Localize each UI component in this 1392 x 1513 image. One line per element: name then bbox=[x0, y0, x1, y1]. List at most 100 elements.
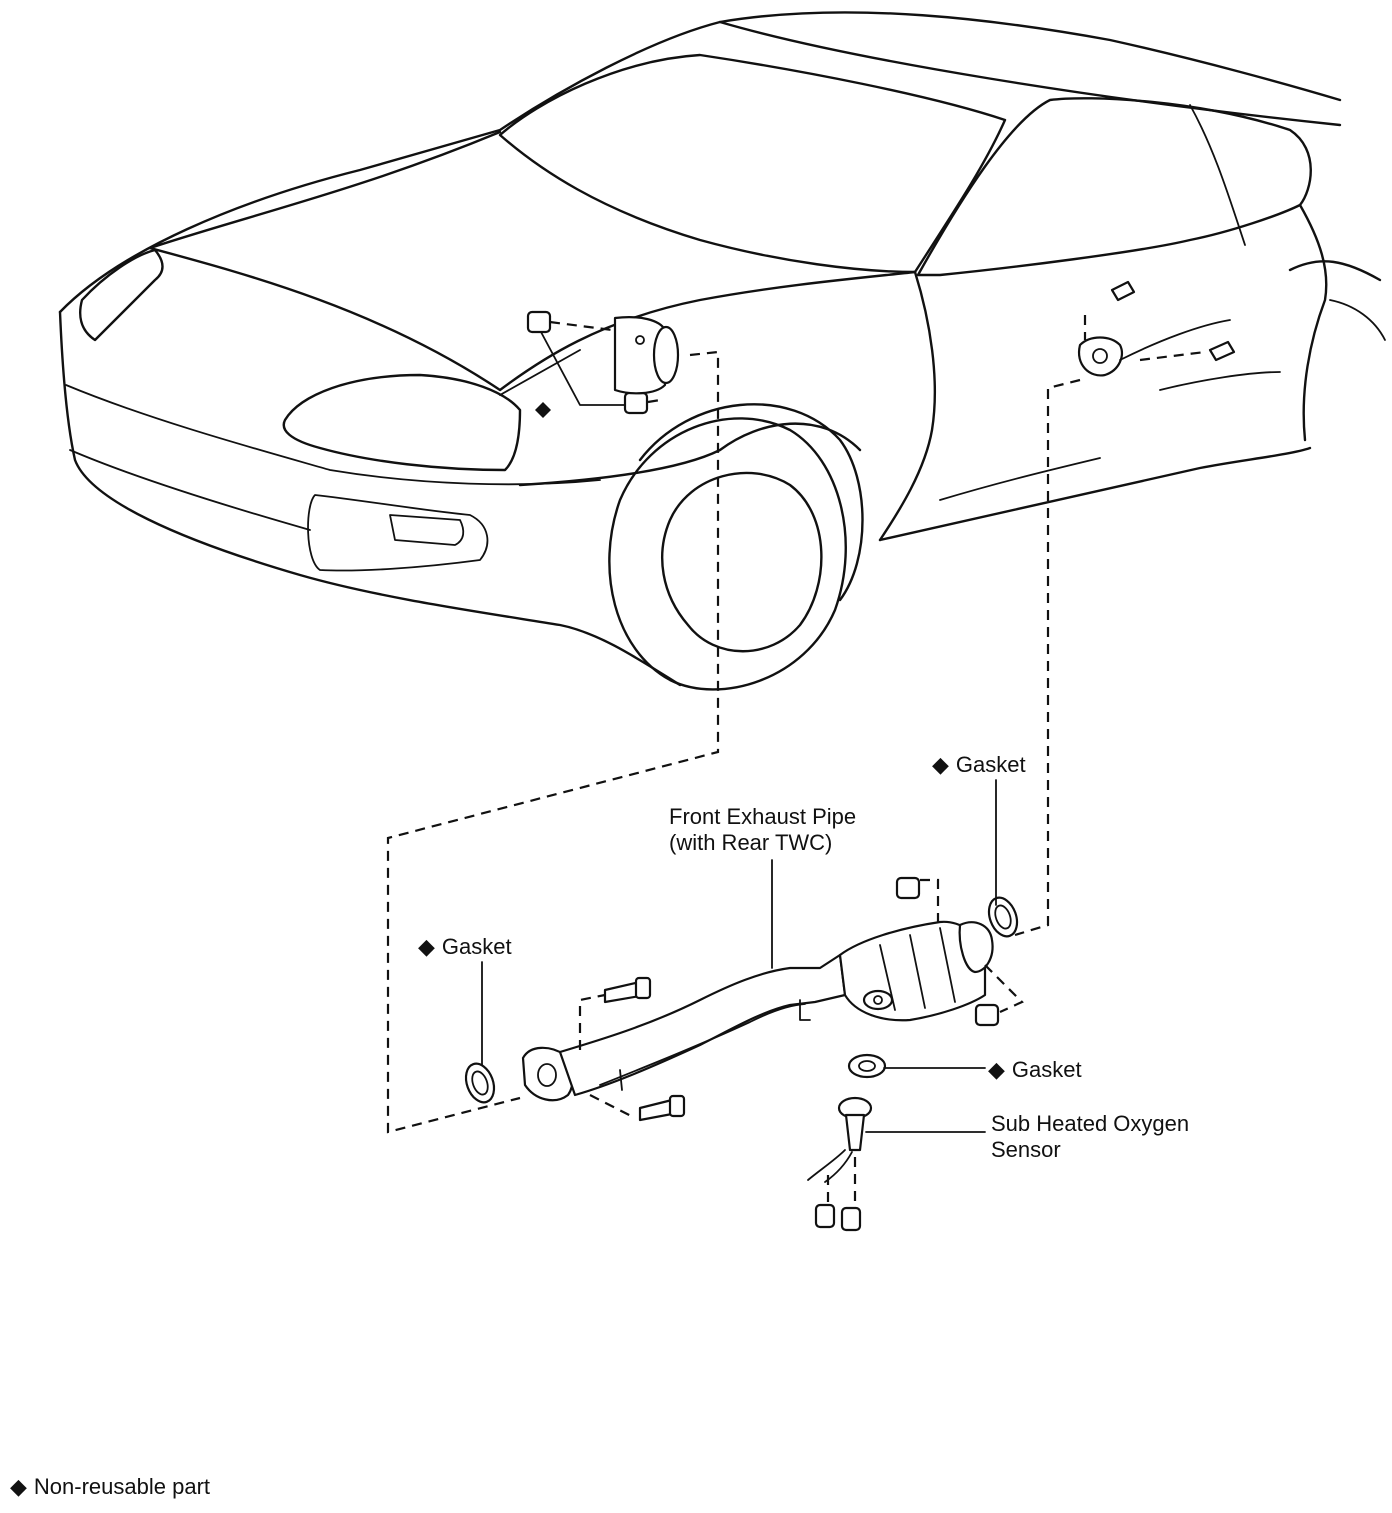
rear-mount-bolt-lower bbox=[1208, 340, 1236, 362]
diamond-icon: ◆ bbox=[988, 1057, 1005, 1082]
gasket-upper-label: Gasket bbox=[955, 752, 1026, 777]
front-mount-body-line bbox=[499, 349, 581, 396]
sensor-boss-hole bbox=[873, 995, 883, 1005]
callout-gasket-upper: ◆Gasket bbox=[932, 752, 1026, 778]
rear-mount-guide-b bbox=[1139, 350, 1206, 362]
callout-oxygen-sensor: Sub Heated Oxygen Sensor bbox=[991, 1111, 1189, 1163]
pipe-tube bbox=[558, 953, 847, 1097]
door-front-edge bbox=[878, 270, 937, 542]
rear-mount-bolt-upper bbox=[1110, 280, 1136, 302]
gasket-left bbox=[464, 1062, 496, 1104]
front-mount-port bbox=[652, 325, 680, 385]
bolt-lower-left-head bbox=[668, 1094, 686, 1118]
gasket-sensor-label: Gasket bbox=[1011, 1057, 1082, 1082]
sensor-boss bbox=[862, 989, 894, 1011]
nut-lower-twc bbox=[974, 1003, 1000, 1027]
twc-rib-3 bbox=[939, 927, 956, 1003]
callout-gasket-left: ◆Gasket bbox=[418, 934, 512, 960]
oxygen-sensor bbox=[807, 1096, 873, 1183]
callout-gasket-sensor: ◆Gasket bbox=[988, 1057, 1082, 1083]
front-mount-flange bbox=[613, 316, 667, 395]
nut-upper-twc bbox=[895, 876, 921, 900]
car-body bbox=[58, 11, 1386, 691]
front-mount-nut-upper bbox=[526, 310, 552, 334]
front-wheel-arch bbox=[638, 403, 864, 602]
headlight bbox=[282, 373, 522, 472]
front-mount-nut-lower bbox=[623, 391, 649, 415]
front-mount-diamond-icon bbox=[535, 402, 551, 418]
pipe-rear-flange bbox=[958, 921, 994, 974]
rear-mount-hole bbox=[1092, 348, 1108, 364]
rear-mount-assembly bbox=[1077, 280, 1236, 377]
rear-quarter bbox=[1298, 203, 1328, 442]
bolt-lower-guide bbox=[589, 1094, 636, 1119]
hood-side-line bbox=[148, 246, 917, 392]
alignment-lines bbox=[386, 350, 1081, 1134]
bumper-outline bbox=[58, 310, 682, 687]
bumper-lower-line bbox=[69, 449, 311, 531]
rear-alignment-line bbox=[1014, 378, 1081, 937]
rear-mount-pipe bbox=[1119, 319, 1231, 361]
front-mount-assembly bbox=[499, 310, 680, 418]
leader-lines bbox=[481, 779, 997, 1133]
fender-line bbox=[518, 422, 862, 487]
rear-wheel-arch bbox=[1329, 299, 1386, 341]
sensor-nut-left bbox=[814, 1203, 836, 1229]
sensor-wire-2 bbox=[824, 1151, 853, 1183]
fog-lamp bbox=[389, 514, 465, 546]
front-mount-guide-upper bbox=[549, 320, 613, 332]
sensor-body bbox=[844, 1113, 866, 1152]
diamond-icon: ◆ bbox=[932, 752, 949, 777]
front-exhaust-pipe-sublabel: (with Rear TWC) bbox=[669, 830, 833, 855]
rocker-line bbox=[878, 446, 1312, 542]
pipe-heat-shield bbox=[599, 1003, 806, 1086]
gasket-upper-inner bbox=[994, 904, 1012, 930]
legend-text: Non-reusable part bbox=[33, 1474, 211, 1499]
hood-edge bbox=[148, 130, 502, 250]
twc-rib-2 bbox=[909, 934, 926, 1009]
bumper-recess bbox=[307, 494, 489, 572]
side-crease bbox=[939, 457, 1101, 501]
bumper-crease bbox=[65, 384, 601, 486]
gasket-left-label: Gasket bbox=[441, 934, 512, 959]
nut-lower-guide bbox=[984, 964, 1024, 1014]
gasket-left-inner bbox=[471, 1070, 489, 1096]
nut-upper-guide bbox=[920, 878, 940, 925]
bolt-upper-left bbox=[603, 980, 642, 1004]
front-tire bbox=[608, 417, 847, 691]
rear-mount-flange bbox=[1077, 336, 1123, 377]
sensor-nut-right bbox=[840, 1206, 862, 1232]
windshield bbox=[498, 53, 1007, 274]
front-wheel-rim bbox=[661, 471, 823, 653]
front-mount-leader bbox=[540, 331, 626, 406]
window-pillar bbox=[1189, 104, 1246, 246]
callout-front-exhaust-pipe: Front Exhaust Pipe (with Rear TWC) bbox=[669, 804, 856, 856]
rear-side-crease bbox=[1159, 371, 1281, 391]
front-lamp-top bbox=[79, 248, 164, 342]
front-mount-stud bbox=[635, 335, 645, 345]
front-mount-guide-lower bbox=[647, 398, 661, 404]
oxygen-sensor-label: Sub Heated Oxygen bbox=[991, 1111, 1190, 1136]
front-alignment-line bbox=[386, 350, 720, 1134]
rear-fender-top bbox=[1288, 260, 1382, 282]
sensor-wire-1 bbox=[807, 1149, 846, 1181]
gasket-sensor-inner bbox=[858, 1060, 876, 1072]
oxygen-sensor-sublabel: Sensor bbox=[991, 1137, 1061, 1162]
bolt-lower-left bbox=[638, 1098, 674, 1122]
legend: ◆Non-reusable part bbox=[10, 1474, 210, 1500]
roof-edge bbox=[718, 20, 1342, 127]
gaskets bbox=[464, 896, 1019, 1104]
pipe-front-flange-hole bbox=[537, 1063, 557, 1087]
gasket-sensor bbox=[847, 1053, 887, 1079]
pipe-hanger bbox=[619, 1069, 623, 1091]
pipe-bracket bbox=[799, 999, 811, 1021]
bolt-upper-left-head bbox=[634, 976, 652, 1000]
roof-outline bbox=[58, 11, 1342, 314]
diamond-icon: ◆ bbox=[10, 1474, 27, 1499]
front-exhaust-pipe bbox=[521, 920, 994, 1102]
diamond-icon: ◆ bbox=[418, 934, 435, 959]
fasteners bbox=[578, 876, 1024, 1232]
front-exhaust-pipe-label: Front Exhaust Pipe bbox=[669, 804, 857, 829]
